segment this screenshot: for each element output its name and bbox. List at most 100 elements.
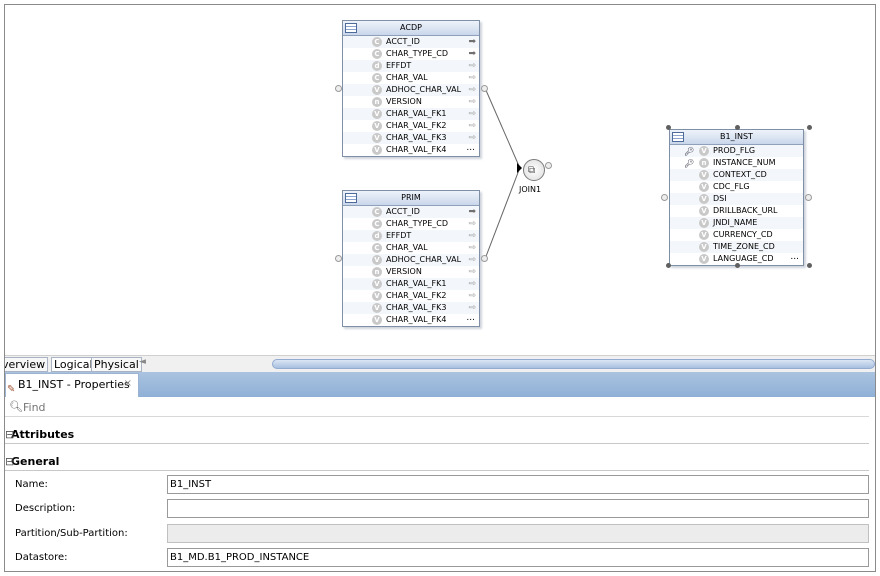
datatype-icon: V xyxy=(699,242,709,252)
properties-tab[interactable]: ✎ B1_INST - Properties × xyxy=(5,373,139,397)
more-attributes-indicator[interactable]: ... xyxy=(790,252,799,262)
name-label: Name: xyxy=(15,479,48,490)
attribute-connector-arrow-icon[interactable]: ⇨ xyxy=(468,279,476,289)
acdp-right-port[interactable] xyxy=(481,85,488,92)
datastore-property-row: Datastore: B1_MD.B1_PROD_INSTANCE xyxy=(5,546,869,570)
attribute-name: CHAR_VAL_FK2 xyxy=(386,291,447,300)
collapse-toggle-icon[interactable]: ⊟ xyxy=(5,455,15,468)
attribute-connector-arrow-icon[interactable]: ⇨ xyxy=(468,291,476,301)
b1-inst-header[interactable]: B1_INST xyxy=(670,130,803,145)
collapse-toggle-icon[interactable]: ⊟ xyxy=(5,428,15,441)
b1-inst-right-port[interactable] xyxy=(805,194,812,201)
selection-handle-tl[interactable] xyxy=(666,125,671,130)
attribute-connector-arrow-icon[interactable]: ⇨ xyxy=(468,267,476,277)
attribute-connector-arrow-icon[interactable]: ⇨ xyxy=(468,303,476,313)
selection-handle-tr[interactable] xyxy=(807,125,812,130)
attribute-connector-arrow-icon[interactable]: ➡ xyxy=(468,49,476,59)
prim-header[interactable]: PRIM xyxy=(343,191,479,206)
attribute-connector-arrow-icon[interactable]: ⇨ xyxy=(468,219,476,229)
selection-handle-tc[interactable] xyxy=(735,125,740,130)
tab-physical[interactable]: Physical xyxy=(91,357,142,372)
tab-logical[interactable]: Logical xyxy=(51,357,96,372)
partition-field[interactable] xyxy=(167,524,869,543)
general-section-header[interactable]: ⊟ General xyxy=(5,453,869,471)
name-field[interactable]: B1_INST xyxy=(167,475,869,494)
attribute-connector-arrow-icon[interactable]: ⇨ xyxy=(468,243,476,253)
selection-handle-br[interactable] xyxy=(807,263,812,268)
acdp-left-port[interactable] xyxy=(335,85,342,92)
attribute-row[interactable]: VCHAR_VAL_FK4⇨... xyxy=(343,313,479,326)
attribute-connector-arrow-icon[interactable]: ⇨ xyxy=(468,109,476,119)
name-property-row: Name: B1_INST xyxy=(5,473,869,497)
datastore-field[interactable]: B1_MD.B1_PROD_INSTANCE xyxy=(167,548,869,567)
attribute-connector-arrow-icon[interactable]: ➡ xyxy=(468,207,476,217)
description-field[interactable] xyxy=(167,499,869,518)
acdp-join-connector xyxy=(484,87,520,167)
b1-inst-left-port[interactable] xyxy=(661,194,668,201)
join-output-port[interactable] xyxy=(545,162,552,169)
tab-overview[interactable]: verview xyxy=(5,357,49,372)
find-input[interactable] xyxy=(23,401,323,414)
acdp-header[interactable]: ACDP xyxy=(343,21,479,36)
attribute-name: CHAR_VAL_FK1 xyxy=(386,279,447,288)
more-attributes-indicator[interactable]: ... xyxy=(466,313,475,323)
more-attributes-indicator[interactable]: ... xyxy=(466,143,475,153)
attribute-connector-arrow-icon[interactable]: ⇨ xyxy=(468,133,476,143)
attribute-connector-arrow-icon[interactable]: ⇨ xyxy=(468,61,476,71)
attributes-section-header[interactable]: ⊟ Attributes xyxy=(5,426,869,444)
attribute-connector-arrow-icon[interactable]: ⇨ xyxy=(468,85,476,95)
selection-handle-bc[interactable] xyxy=(735,263,740,268)
attribute-connector-arrow-icon[interactable]: ⇨ xyxy=(468,73,476,83)
table-icon xyxy=(345,193,357,203)
prim-right-port[interactable] xyxy=(481,255,488,262)
scroll-left-arrow-icon[interactable]: ◄ xyxy=(139,357,146,367)
b1-inst-title: B1_INST xyxy=(720,132,753,141)
join-component[interactable]: ⧉ xyxy=(523,159,545,181)
attribute-connector-arrow-icon[interactable]: ➡ xyxy=(468,37,476,47)
attribute-connector-arrow-icon[interactable]: ⇨ xyxy=(468,121,476,131)
horizontal-scrollbar[interactable] xyxy=(272,359,875,369)
attribute-connector-arrow-icon[interactable]: ⇨ xyxy=(468,255,476,265)
attribute-name: EFFDT xyxy=(386,61,412,70)
attribute-connector-arrow-icon[interactable]: ⇨ xyxy=(468,97,476,107)
selection-handle-bl[interactable] xyxy=(666,263,671,268)
attribute-name: ADHOC_CHAR_VAL xyxy=(386,85,462,94)
attribute-row[interactable]: VCHAR_VAL_FK4⇨... xyxy=(343,143,479,156)
prim-left-port[interactable] xyxy=(335,255,342,262)
attribute-connector-arrow-icon[interactable]: ⇨ xyxy=(468,231,476,241)
close-icon[interactable]: × xyxy=(123,378,132,389)
